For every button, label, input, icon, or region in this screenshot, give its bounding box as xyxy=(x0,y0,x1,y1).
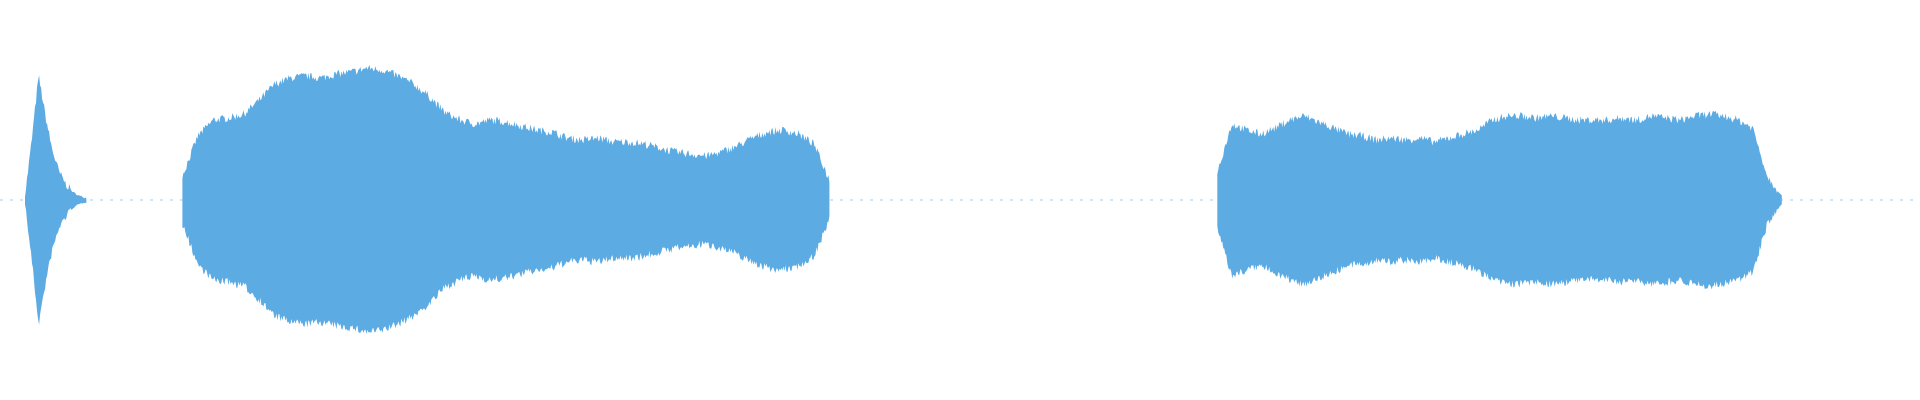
waveform-segments xyxy=(25,64,1782,335)
waveform-transient-burst xyxy=(25,75,87,325)
waveform-sound-segment-2 xyxy=(1217,110,1782,290)
waveform-sound-segment-1 xyxy=(182,64,830,335)
